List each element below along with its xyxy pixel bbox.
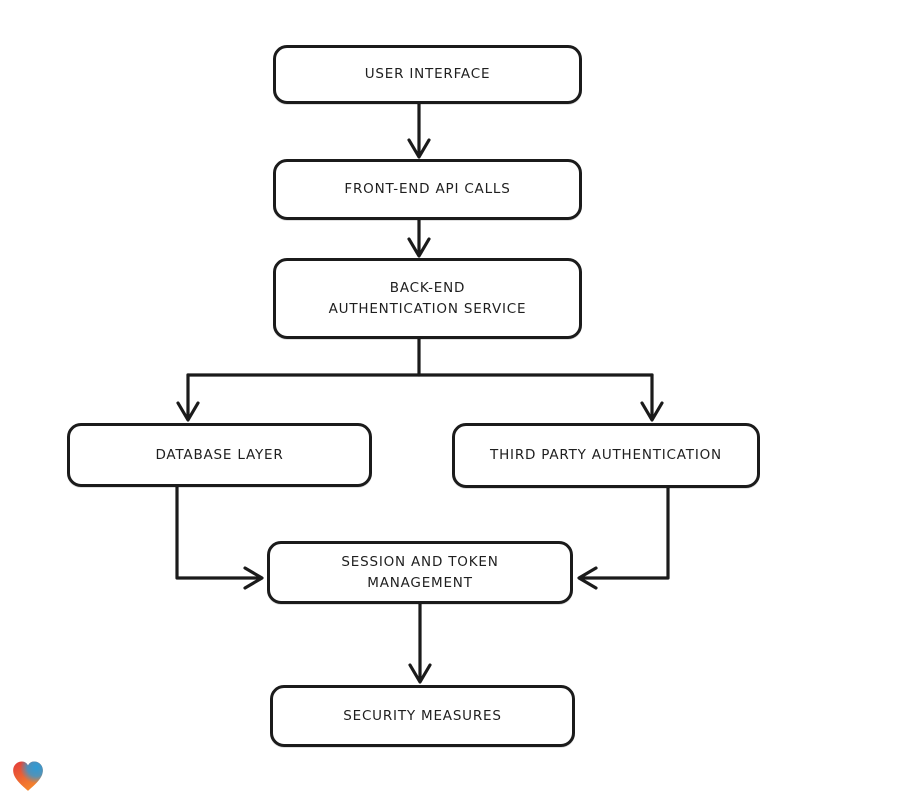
node-security-measures: SECURITY MEASURES	[270, 685, 575, 747]
node-label: SECURITY MEASURES	[343, 707, 502, 724]
node-database-layer: DATABASE LAYER	[67, 423, 372, 487]
node-back-end-authentication-service: BACK-END AUTHENTICATION SERVICE	[273, 258, 582, 339]
edge-third-party-to-session	[578, 486, 670, 580]
node-label: BACK-END AUTHENTICATION SERVICE	[328, 279, 527, 317]
arrowhead-down-icon	[176, 401, 200, 422]
heart-icon	[13, 761, 43, 791]
node-label: FRONT-END API CALLS	[344, 181, 511, 197]
node-front-end-api-calls: FRONT-END API CALLS	[273, 159, 582, 220]
node-third-party-authentication: THIRD PARTY AUTHENTICATION	[452, 423, 760, 488]
arrowhead-down-icon	[640, 401, 664, 422]
node-label: USER INTERFACE	[364, 66, 491, 82]
arrowhead-down-icon	[407, 237, 431, 258]
node-user-interface: USER INTERFACE	[273, 45, 582, 104]
arrowhead-down-icon	[408, 663, 432, 684]
node-label: DATABASE LAYER	[155, 446, 284, 463]
arrowhead-right-icon	[243, 566, 264, 590]
edge-database-to-session	[175, 485, 263, 580]
node-label: THIRD PARTY AUTHENTICATION	[490, 447, 722, 463]
arrowhead-down-icon	[407, 138, 431, 159]
node-label: SESSION AND TOKEN MANAGEMENT	[341, 553, 499, 591]
node-session-and-token-management: SESSION AND TOKEN MANAGEMENT	[267, 541, 573, 604]
arrowhead-left-icon	[577, 566, 598, 590]
heart-logo	[9, 757, 47, 795]
